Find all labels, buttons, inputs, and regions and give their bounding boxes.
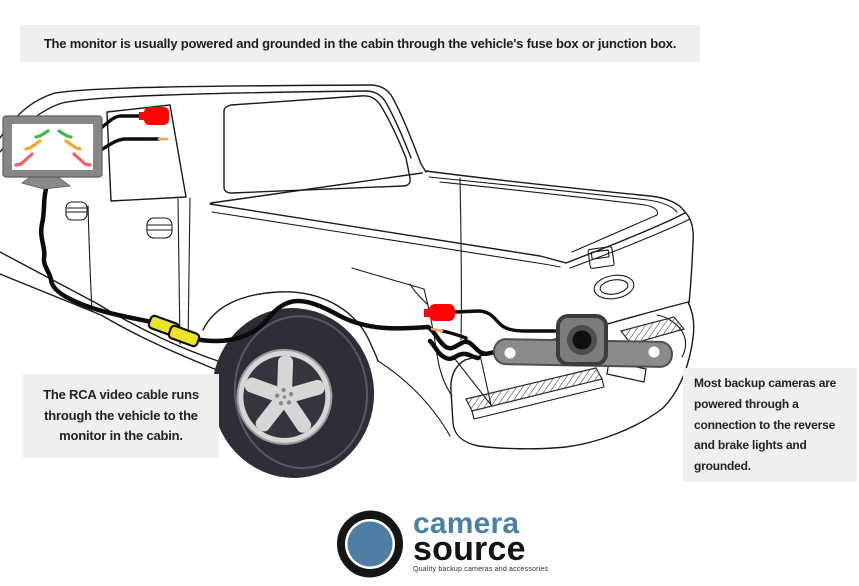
rear-door-seam xyxy=(177,198,181,345)
backup-camera-icon xyxy=(556,314,608,366)
parking-guide-lines xyxy=(14,129,92,167)
brand-tagline: Quality backup cameras and accessories xyxy=(413,566,549,573)
rca-connector-2 xyxy=(167,324,201,348)
bare-ground-wire xyxy=(430,327,444,333)
camera-lens-icon xyxy=(337,510,403,578)
door-handle-rear xyxy=(146,217,173,239)
monitor-stand xyxy=(20,176,72,190)
truck-cab xyxy=(0,84,427,371)
monitor-icon xyxy=(2,107,169,190)
brand-name-bottom: source xyxy=(413,530,526,568)
monitor-screen xyxy=(12,124,93,170)
callout-rca-cable-text: The RCA video cable runs through the veh… xyxy=(43,387,199,444)
rear-wheel-arch xyxy=(202,291,379,362)
door-handle-front xyxy=(65,201,88,221)
top-caption-text: The monitor is usually powered and groun… xyxy=(43,36,677,51)
lug-nuts xyxy=(274,387,294,406)
bumper-step-pad-upper xyxy=(619,316,686,345)
rear-side-window xyxy=(223,95,411,194)
fuse-connector-icon xyxy=(144,107,169,125)
rca-video-cable xyxy=(39,186,431,344)
tailgate-handle xyxy=(587,246,615,269)
brand-name-top: camera xyxy=(413,507,520,540)
tailgate xyxy=(587,211,694,304)
camera-lens xyxy=(572,330,592,350)
reverse-light-wiring xyxy=(409,283,564,340)
callout-camera-power-text: Most backup cameras are powered through … xyxy=(694,376,837,473)
brand-logo: camera source Quality backup cameras and… xyxy=(336,507,548,581)
callout-rca-cable: The RCA video cable runs through the veh… xyxy=(23,374,219,458)
tonneau-cover-inset xyxy=(439,181,659,253)
reverse-light-connector-icon xyxy=(429,304,455,321)
truck-bed xyxy=(202,170,691,437)
callout-camera-power: Most backup cameras are powered through … xyxy=(683,368,857,482)
top-caption-bar: The monitor is usually powered and groun… xyxy=(20,25,700,62)
camera-cable-slack xyxy=(425,324,502,356)
rear-wheel xyxy=(211,308,375,478)
front-door-seam xyxy=(87,205,93,311)
tailgate-emblem xyxy=(593,274,635,300)
